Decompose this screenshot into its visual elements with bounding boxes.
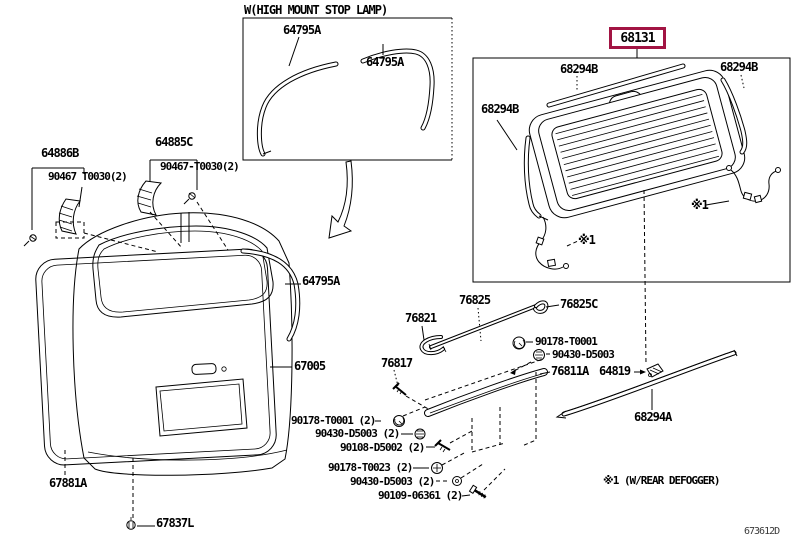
garnish-area-drawing [392, 300, 664, 453]
fastener-label-6[interactable]: 90109-06361 (2) [378, 489, 463, 502]
hinge-right-drawing [83, 159, 229, 253]
part-label-67881a[interactable]: 67881A [49, 476, 87, 490]
part-label-64795a-door[interactable]: 64795A [302, 274, 340, 288]
part-label-64795a-inset-2[interactable]: 64795A [366, 55, 404, 69]
part-label-68294a[interactable]: 68294A [634, 410, 672, 424]
part-label-67837l[interactable]: 67837L [156, 516, 194, 530]
fastener-label-2[interactable]: 90430-D5003 (2) [315, 427, 400, 440]
door-weatherstrip-drawing [240, 248, 301, 342]
part-label-64886b[interactable]: 64886B [41, 146, 79, 160]
part-label-90178-t0001[interactable]: 90178-T0001 [535, 335, 598, 348]
part-label-68294b-right[interactable]: 68294B [720, 60, 758, 74]
glass-assembly-drawing [472, 49, 791, 365]
part-label-68294b-top[interactable]: 68294B [560, 62, 598, 76]
fastener-icons [375, 406, 506, 499]
part-label-67005[interactable]: 67005 [294, 359, 326, 373]
part-label-64885c[interactable]: 64885C [155, 135, 193, 149]
stop-lamp-inset-drawing [242, 17, 453, 161]
part-label-76825[interactable]: 76825 [459, 293, 491, 307]
part-label-90467-right[interactable]: 90467-T0030(2) [160, 160, 240, 173]
fastener-label-4[interactable]: 90178-T0023 (2) [328, 461, 413, 474]
ref-mark-left: ※1 [578, 233, 596, 247]
reference-arrow [328, 160, 353, 239]
fastener-label-1[interactable]: 90178-T0001 (2) [291, 414, 376, 427]
part-label-90430-d5003[interactable]: 90430-D5003 [552, 348, 615, 361]
lower-moulding-drawing [555, 349, 738, 419]
part-label-64795a-inset-1[interactable]: 64795A [283, 23, 321, 37]
fastener-label-5[interactable]: 90430-D5003 (2) [350, 475, 435, 488]
door-clip-drawing [126, 458, 155, 530]
part-label-76825c[interactable]: 76825C [560, 297, 598, 311]
highlighted-part-68131[interactable]: 68131 [609, 27, 666, 49]
part-label-76821[interactable]: 76821 [405, 311, 437, 325]
fastener-label-3[interactable]: 90108-D5002 (2) [340, 441, 425, 454]
door-seal-ring-drawing [35, 248, 277, 466]
part-label-68294b-left[interactable]: 68294B [481, 102, 519, 116]
back-door-panel-drawing [72, 212, 293, 476]
part-label-64819[interactable]: 64819 [599, 364, 631, 378]
part-label-90467-left[interactable]: 90467 T0030(2) [48, 170, 128, 183]
part-label-76817[interactable]: 76817 [381, 356, 413, 370]
footnote-rear-defogger: ※1 (W/REAR DEFOGGER) [603, 474, 721, 487]
inset-title: W(HIGH MOUNT STOP LAMP) [244, 3, 388, 17]
figure-code: 673612D [744, 526, 780, 537]
ref-mark-right: ※1 [691, 198, 709, 212]
part-label-76811a[interactable]: 76811A [551, 364, 589, 378]
hinge-left-drawing [23, 167, 85, 247]
highlighted-part-number: 68131 [620, 30, 655, 46]
